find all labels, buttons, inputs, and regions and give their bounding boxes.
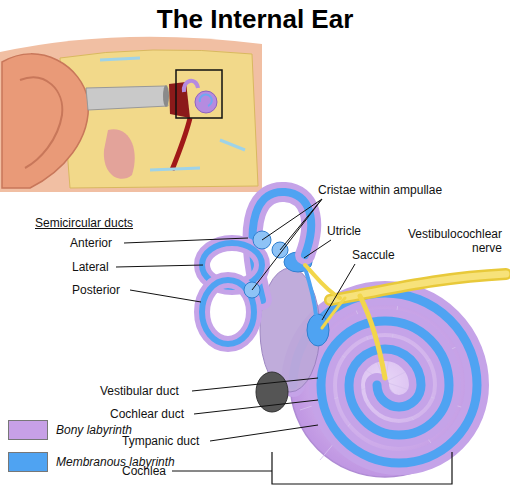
part-label: Utricle (327, 224, 361, 238)
legend-text: Bony labyrinth (56, 423, 132, 437)
cochlea-drawing (290, 287, 480, 477)
part-label: Lateral (72, 260, 109, 274)
legend-swatch (8, 420, 48, 440)
cochlea-bracket (272, 452, 452, 484)
part-label: Cochlear duct (110, 407, 184, 421)
ear-inset (0, 37, 262, 192)
part-label: Vestibular duct (100, 384, 179, 398)
part-label: Semicircular ducts (35, 216, 133, 230)
leader-lines (116, 199, 355, 471)
nerve-drawing (305, 265, 506, 378)
part-label: Posterior (72, 283, 120, 297)
part-label: Anterior (70, 236, 112, 250)
legend-swatch (8, 452, 48, 472)
semicircular-canals (202, 192, 311, 344)
legend-text: Membranous labyrinth (56, 455, 175, 469)
part-label: Tympanic duct (122, 434, 199, 448)
part-label: Saccule (352, 248, 395, 262)
part-label: Vestibulocochlear nerve (394, 227, 502, 255)
title: The Internal Ear (0, 4, 510, 34)
part-label: Cristae within ampullae (318, 183, 442, 197)
